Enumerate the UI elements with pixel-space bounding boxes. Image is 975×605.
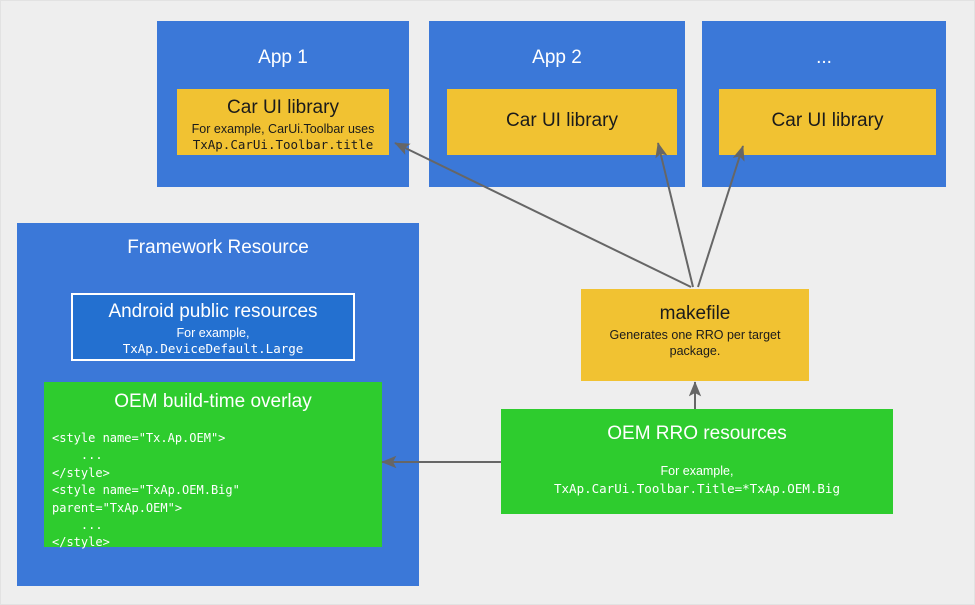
app-3-library-title: Car UI library	[771, 110, 884, 131]
app-1-container: App 1 Car UI library For example, CarUi.…	[157, 21, 409, 187]
oem-build-time-overlay-code: <style name="Tx.Ap.OEM"> ... </style> <s…	[52, 431, 240, 550]
android-public-resources-subtitle: For example,	[176, 326, 250, 340]
app-2-title: App 2	[532, 47, 582, 68]
app-2-container: App 2 Car UI library	[429, 21, 685, 187]
oem-rro-resources-code: TxAp.CarUi.Toolbar.Title=*TxAp.OEM.Big	[554, 481, 840, 496]
app-2-library-title: Car UI library	[506, 110, 618, 131]
app-1-car-ui-library: Car UI library For example, CarUi.Toolba…	[177, 89, 389, 155]
framework-resource-container: Framework Resource Android public resour…	[17, 223, 419, 586]
makefile-title: makefile	[659, 303, 731, 324]
oem-rro-resources-subtitle: For example,	[660, 464, 734, 478]
app-1-library-subtitle: For example, CarUi.Toolbar uses	[191, 122, 375, 136]
android-public-resources-box: Android public resources For example, Tx…	[71, 293, 355, 361]
app-2-car-ui-library: Car UI library	[447, 89, 677, 155]
android-public-resources-title: Android public resources	[108, 301, 318, 322]
oem-rro-resources-title: OEM RRO resources	[607, 423, 787, 444]
app-3-container: ... Car UI library	[702, 21, 946, 187]
app-1-title: App 1	[258, 47, 308, 68]
oem-build-time-overlay: OEM build-time overlay <style name="Tx.A…	[44, 382, 382, 549]
android-public-resources-code: TxAp.DeviceDefault.Large	[122, 341, 304, 356]
makefile-subtitle: Generates one RRO per target package.	[609, 328, 781, 358]
makefile: makefile Generates one RRO per target pa…	[581, 289, 809, 381]
app-3-title: ...	[816, 47, 832, 68]
app-1-library-code: TxAp.CarUi.Toolbar.title	[192, 137, 374, 152]
app-1-library-title: Car UI library	[227, 97, 339, 118]
app-3-car-ui-library: Car UI library	[719, 89, 936, 155]
oem-build-time-overlay-title: OEM build-time overlay	[114, 391, 312, 412]
oem-rro-resources: OEM RRO resources For example, TxAp.CarU…	[501, 409, 893, 514]
framework-resource-title: Framework Resource	[127, 237, 309, 258]
